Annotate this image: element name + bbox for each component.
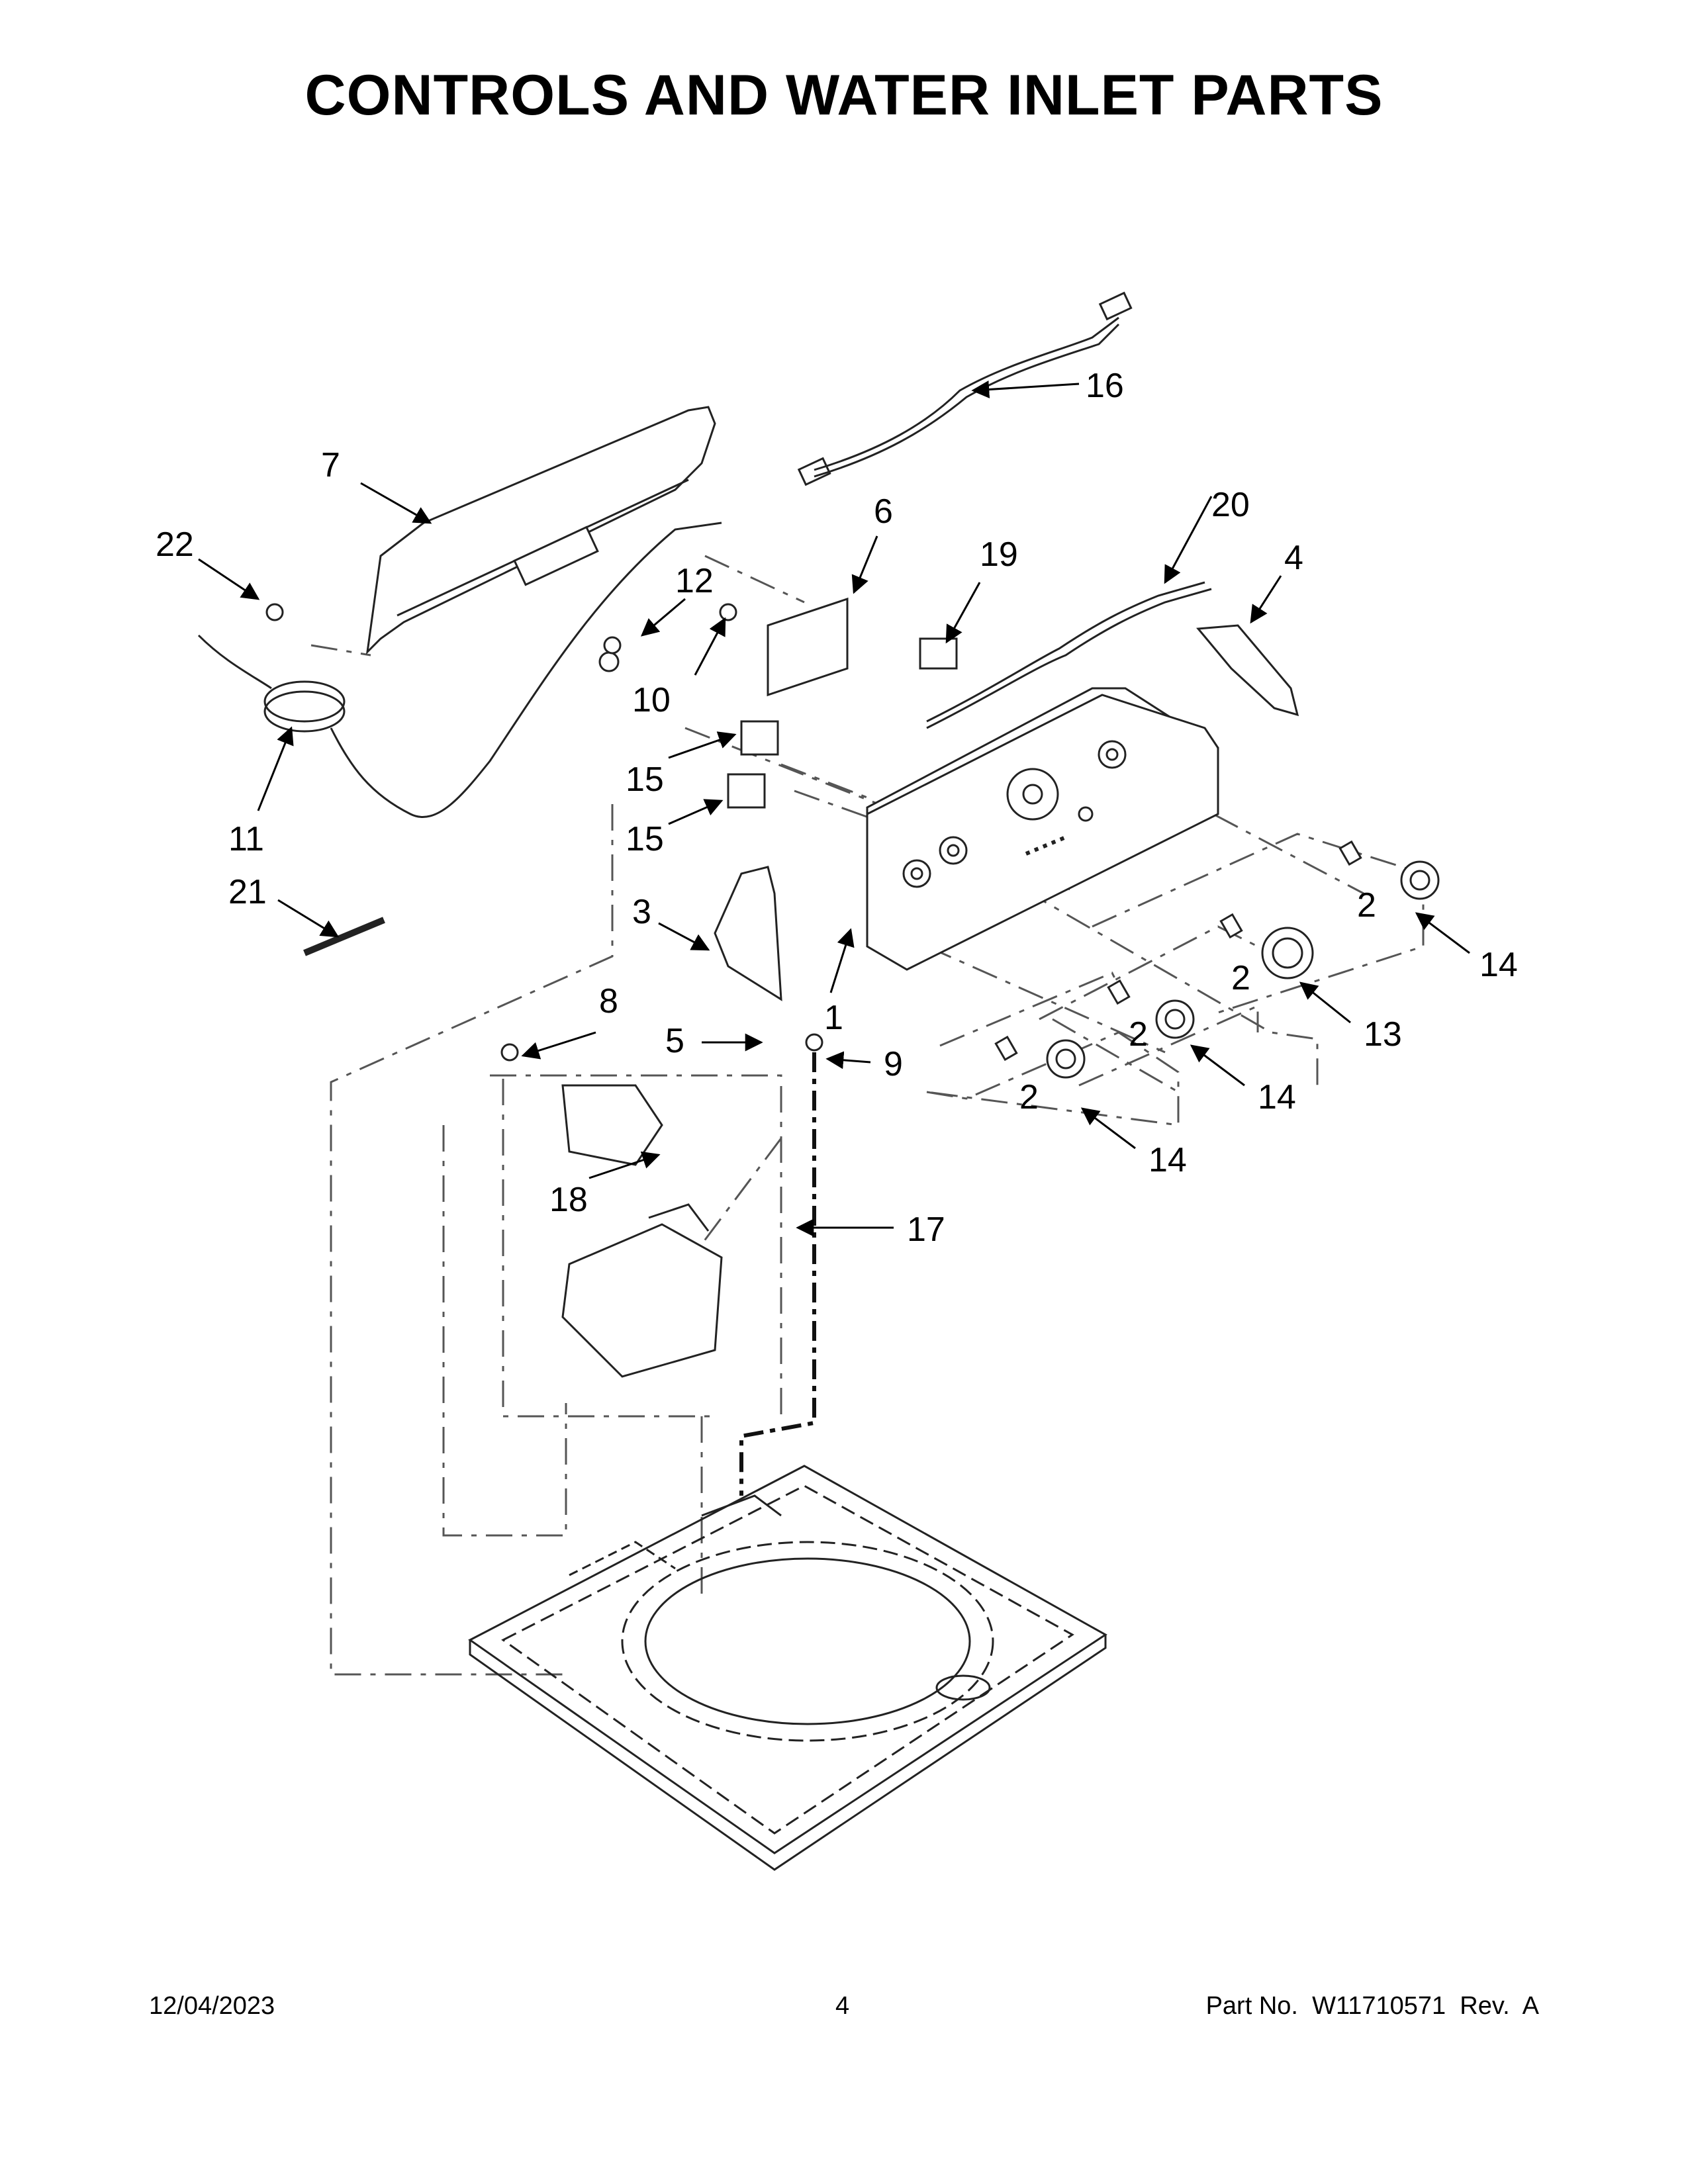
footer-date: 12/04/2023	[149, 1992, 275, 2020]
callout-6: 6	[874, 492, 893, 531]
callout-3: 3	[632, 893, 651, 931]
callout-12: 12	[675, 562, 714, 600]
callout-14: 14	[1479, 946, 1518, 984]
callout-15: 15	[626, 760, 664, 799]
callout-17: 17	[907, 1210, 945, 1249]
footer-part-number: Part No. W11710571 Rev. A	[1205, 1992, 1539, 2020]
callout-arrows	[198, 381, 1470, 1237]
washer-top-base	[468, 1465, 1107, 1871]
callout-2: 2	[1019, 1078, 1039, 1116]
wire-harness-20	[926, 581, 1212, 729]
callout-1: 1	[824, 999, 843, 1037]
callout-9: 9	[884, 1045, 903, 1083]
power-cord	[197, 522, 722, 818]
callout-11: 11	[228, 820, 264, 858]
callout-2: 2	[1231, 959, 1250, 997]
callout-8: 8	[599, 982, 618, 1021]
small-parts	[265, 597, 1440, 1378]
callout-7: 7	[321, 446, 340, 484]
callout-21: 21	[228, 873, 267, 911]
dashed-guide-lines	[310, 555, 1425, 1676]
callout-2: 2	[1357, 886, 1376, 925]
callout-14: 14	[1258, 1078, 1296, 1116]
page-title: CONTROLS AND WATER INLET PARTS	[305, 64, 1383, 127]
callout-20: 20	[1211, 486, 1250, 524]
callout-19: 19	[980, 535, 1018, 574]
callout-5: 5	[665, 1022, 684, 1060]
callout-2: 2	[1129, 1015, 1148, 1054]
callout-22: 22	[156, 525, 194, 564]
rear-console-panel	[365, 406, 716, 655]
wire-harness-top	[797, 291, 1133, 486]
callout-18: 18	[549, 1181, 588, 1219]
callout-labels: 1 2 2 2 2 3 4 5 6 7 8 9 10 11 12 13 14 1…	[156, 367, 1518, 1249]
callout-16: 16	[1086, 367, 1124, 405]
callout-14: 14	[1149, 1141, 1187, 1179]
callout-13: 13	[1364, 1015, 1402, 1054]
hose-line	[739, 1052, 816, 1496]
control-console	[866, 687, 1219, 971]
footer-page-number: 4	[835, 1992, 850, 2020]
callout-4: 4	[1284, 539, 1303, 577]
callout-15: 15	[626, 820, 664, 858]
callout-10: 10	[632, 681, 671, 719]
